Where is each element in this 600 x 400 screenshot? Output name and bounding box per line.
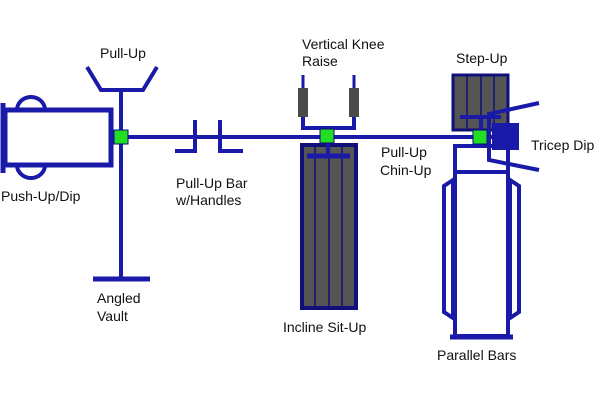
knee-raise-station	[298, 75, 359, 130]
label-pull-up-bar-handles: w/Handles	[175, 192, 241, 208]
label-push-up-dip: Push-Up/Dip	[1, 188, 81, 204]
incline-situp-bench	[300, 140, 358, 310]
label-tricep-dip: Tricep Dip	[531, 137, 594, 153]
label-chin-up: Chin-Up	[380, 162, 432, 178]
label-pull-up-2: Pull-Up	[381, 144, 427, 160]
joint-connector	[472, 129, 488, 145]
label-step-up: Step-Up	[456, 50, 508, 66]
pull-up-station	[85, 65, 159, 282]
parallel-bars	[442, 144, 521, 340]
label-pull-up: Pull-Up	[100, 45, 146, 61]
label-vault: Vault	[97, 308, 128, 324]
knee-pad-right	[349, 88, 359, 117]
joint-connector	[113, 129, 129, 145]
label-parallel-bars: Parallel Bars	[437, 347, 516, 363]
knee-pad-left	[298, 88, 308, 117]
joint-connector	[319, 128, 335, 144]
label-angled: Angled	[97, 290, 141, 306]
label-pull-up-bar: Pull-Up Bar	[176, 175, 248, 191]
label-raise: Raise	[302, 53, 338, 69]
push-up-dip-station	[0, 95, 114, 180]
pull-up-handles	[175, 120, 243, 153]
label-vertical-knee: Vertical Knee	[302, 36, 385, 52]
label-incline-situp: Incline Sit-Up	[283, 319, 366, 335]
